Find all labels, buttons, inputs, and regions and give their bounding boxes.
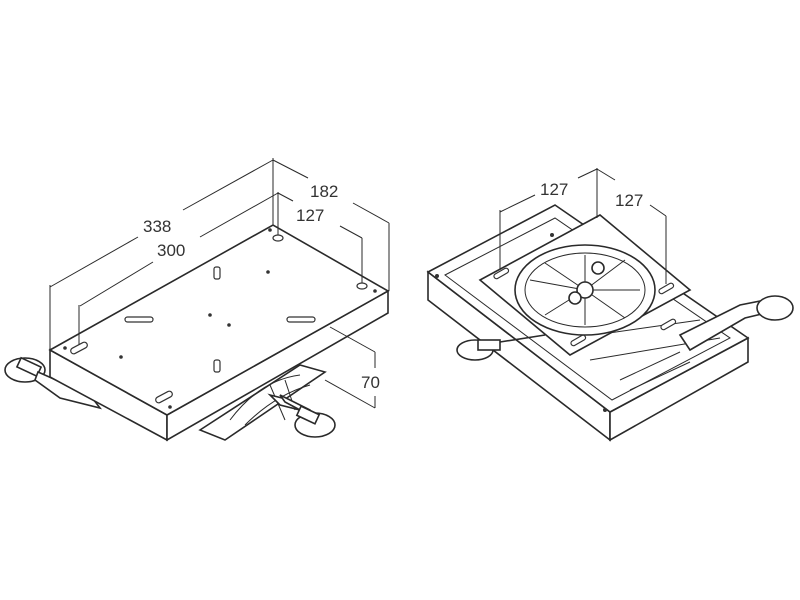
right-view-swivel: 127 127 xyxy=(426,168,794,442)
release-lever-left-r xyxy=(456,334,546,361)
dim-182: 182 xyxy=(310,182,338,201)
plate-holes xyxy=(63,228,377,409)
dim-127-right-a: 127 xyxy=(540,180,568,199)
left-view-seat-mount: 338 300 182 127 70 xyxy=(4,158,390,442)
dimension-lines-right xyxy=(499,168,667,284)
release-lever-right xyxy=(267,393,336,438)
dim-70: 70 xyxy=(361,373,380,392)
dimension-lines xyxy=(49,158,390,409)
dim-127-right-b: 127 xyxy=(615,191,643,210)
release-lever-right-r xyxy=(678,295,794,352)
dim-338: 338 xyxy=(143,217,171,236)
dim-127-left: 127 xyxy=(296,206,324,225)
plate-top xyxy=(48,224,390,416)
dim-300: 300 xyxy=(157,241,185,260)
